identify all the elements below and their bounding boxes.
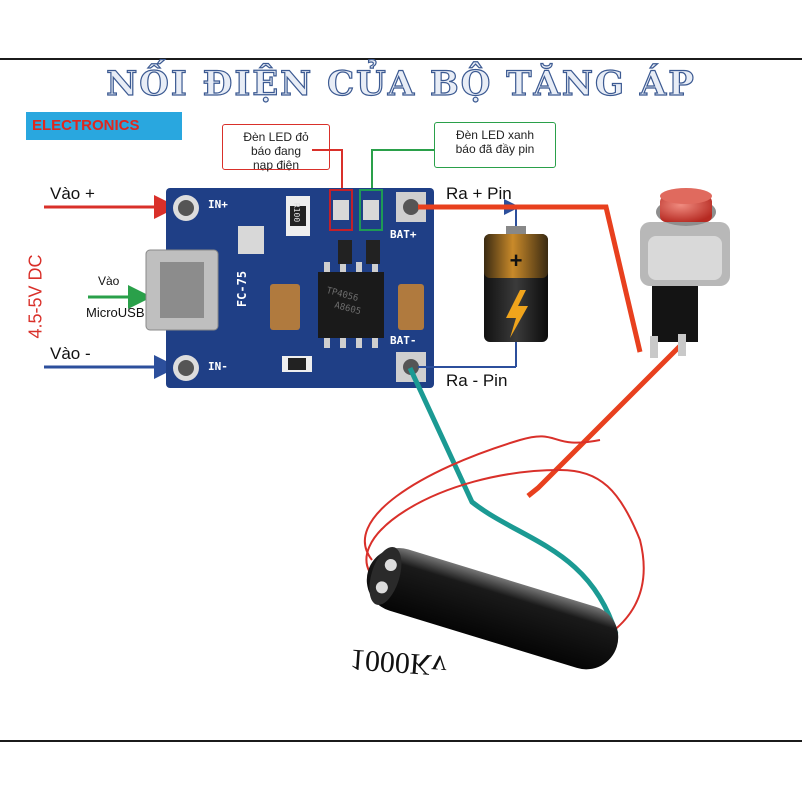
usb-in-label: Vào	[98, 274, 120, 288]
tp4056-ic	[318, 272, 384, 338]
hv-module	[366, 546, 619, 670]
in-plus-pin: IN+	[208, 198, 228, 211]
teal-wire	[407, 366, 619, 635]
usb-name-label: MicroUSB	[86, 305, 145, 320]
diagram-title: NỐI ĐIỆN CỦA BỘ TĂNG ÁP	[106, 63, 696, 104]
in-minus-pin: IN-	[208, 360, 228, 373]
battery-icon: +	[484, 226, 548, 342]
input-plus-label: Vào +	[50, 184, 95, 203]
hv-module-label: 1000Kv	[348, 642, 448, 683]
red-led-marker	[329, 189, 353, 231]
resistor-label: R100	[292, 202, 302, 223]
bat-plus-pin: BAT+	[390, 228, 417, 241]
output-minus-label: Ra - Pin	[446, 371, 508, 390]
board-model-label: FC-75	[235, 270, 250, 308]
voltage-label: 4.5-5V DC	[25, 254, 46, 339]
green-led-callout-line-1: Đèn LED xanh	[455, 128, 535, 142]
svg-text:+: +	[510, 248, 523, 273]
bat-minus-pin: BAT-	[390, 334, 417, 347]
green-led-callout-line-2: báo đã đầy pin	[455, 142, 535, 156]
green-led-marker	[359, 189, 383, 231]
red-led-callout-line-3: nạp điện	[252, 158, 300, 172]
push-button-icon	[640, 188, 730, 358]
output-plus-label: Ra + Pin	[446, 184, 512, 203]
switch-wire-top	[418, 204, 643, 353]
green-led-callout: Đèn LED xanh báo đã đầy pin	[434, 122, 556, 168]
red-led-callout-line-1: Đèn LED đỏ	[243, 130, 309, 144]
red-led-callout-line-2: báo đang	[250, 144, 302, 158]
switch-wire-bottom	[526, 342, 684, 498]
image-frame	[0, 58, 802, 742]
input-minus-label: Vào -	[50, 344, 91, 363]
red-led-callout: Đèn LED đỏ báo đang nạp điện	[222, 124, 330, 172]
brand-badge: ELECTRONICS	[26, 112, 182, 140]
